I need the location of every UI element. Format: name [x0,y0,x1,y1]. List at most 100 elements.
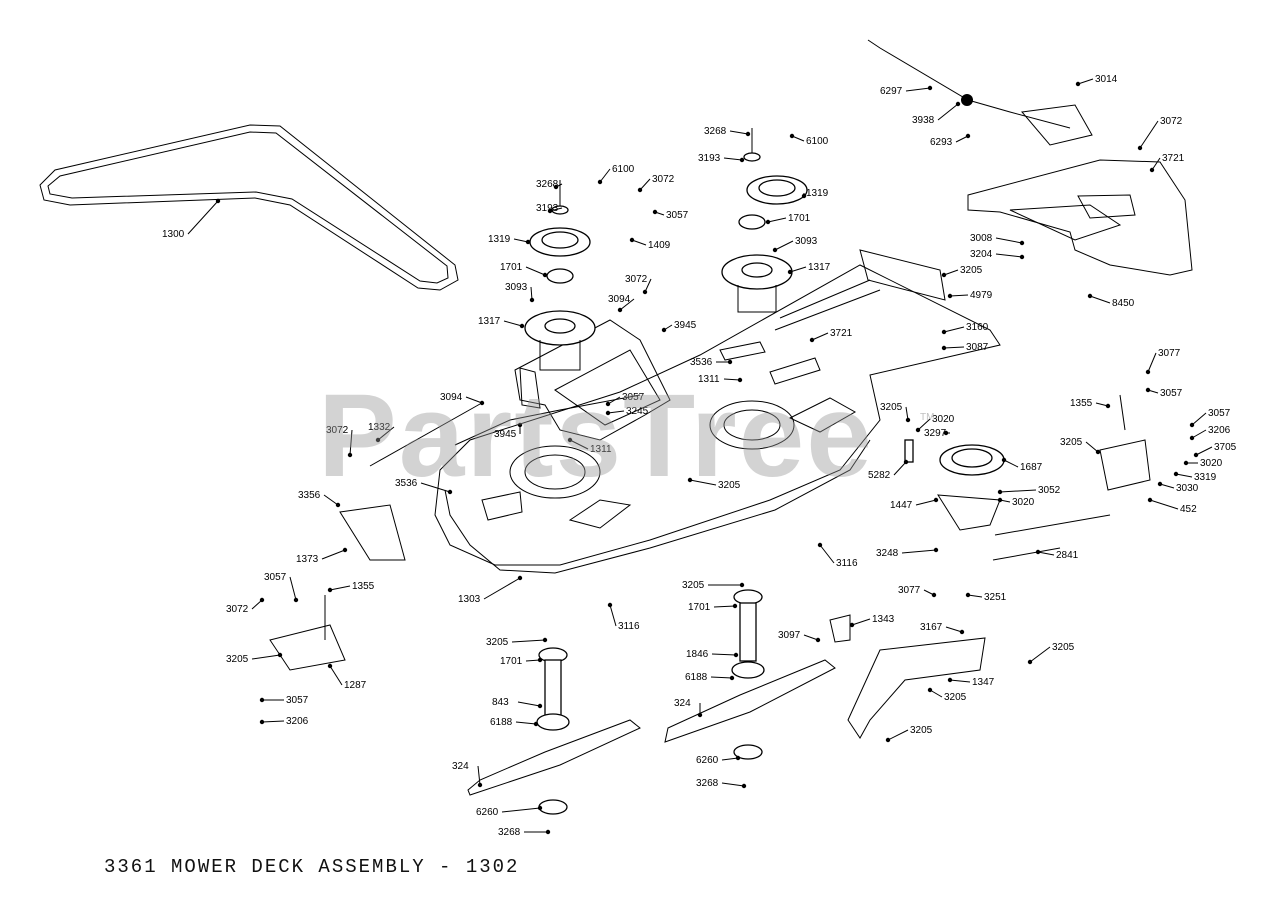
fastener-sp1355l [327,587,333,593]
fastener-n3205bb [927,687,933,693]
callout-leader-k3938 [937,103,959,121]
fastener-n3205sl [542,637,548,643]
fastener-p3072bl [259,597,265,603]
part-callout-b3268bl: 3268 [498,827,521,838]
part-callout-n3245: 3245 [626,406,649,417]
fastener-n3205bl [277,652,283,658]
fastener-s1701l [542,272,548,278]
callout-leader-r6293 [955,135,969,143]
fastener-s1701sl [537,657,543,663]
callout-leader-b3167 [945,626,963,633]
fastener-n3206bl [259,719,265,725]
callout-leader-r1409 [631,239,647,246]
callout-leader-s1701l [525,266,546,276]
fastener-w3020r [1183,460,1189,466]
part-callout-br452: 452 [1180,504,1197,515]
callout-leader-b3268r [729,130,749,135]
fastener-r3945a [661,327,667,333]
part-callout-w3020i: 3020 [932,414,955,425]
part-callout-s5282: 5282 [868,470,891,481]
fastener-b3097 [815,637,821,643]
part-callout-b3356: 3356 [298,490,321,501]
part-callout-w3160: 3160 [966,322,989,333]
callout-leader-n3093r [774,240,794,251]
part-callout-w3057r2: 3057 [1208,408,1231,419]
part-callout-n3205t: 3205 [960,265,983,276]
part-callout-b3297: 3297 [924,428,947,439]
lower-right-spindle [731,589,765,760]
fastener-sp1355r [1105,403,1111,409]
fastener-b3014 [1075,81,1081,87]
part-callout-d1303: 1303 [458,594,481,605]
part-callout-w3057bl: 3057 [264,572,287,583]
part-callout-sp1355r: 1355 [1070,398,1093,409]
callout-leader-p3072bl [251,599,263,610]
part-callout-r6293: 6293 [930,137,953,148]
callout-leader-w3030 [1159,483,1175,489]
callout-leader-b3251 [967,594,983,598]
callout-leader-c6100l [599,168,611,183]
fastener-s5282 [903,459,909,465]
part-callout-l3536c: 3536 [690,357,713,368]
part-callout-b3167: 3167 [920,622,943,633]
callout-leader-b3319 [1175,473,1193,478]
part-callout-l3721c: 3721 [830,328,853,339]
callout-leader-l3721c [811,332,829,341]
part-callout-r1409: 1409 [648,240,671,251]
part-callout-c6100l: 6100 [612,164,635,175]
callout-leader-br1343 [851,618,871,626]
fastener-l3536c [727,359,733,365]
part-callout-p3072t: 3072 [1160,116,1183,127]
part-callout-s1701sl: 1701 [500,656,523,667]
fastener-bl324l [477,782,483,788]
callout-leader-n3205bl [251,654,281,660]
callout-leader-s1701sc [713,605,736,608]
lower-left-spindle [536,647,570,815]
callout-leader-n3205bz [887,729,909,741]
fastener-r6293 [965,133,971,139]
fastener-w3057bl2 [259,697,265,703]
part-callout-s1311l: 1311 [590,444,612,455]
part-callout-bl324r: 324 [674,698,691,709]
left-spindle-stack [524,180,596,371]
fastener-n3205bz [885,737,891,743]
part-callout-b3097: 3097 [778,630,801,641]
fastener-s843 [537,703,543,709]
fastener-w3094l [479,400,485,406]
part-callout-p3072b: 3072 [625,274,648,285]
fastener-s1311l [567,437,573,443]
fastener-b3268br [741,783,747,789]
fastener-b3077 [931,592,937,598]
part-callout-s3721: 3721 [1162,153,1185,164]
callout-leader-d1303 [483,577,521,600]
callout-leader-w3057r2 [1191,412,1207,426]
part-callout-s843: 843 [492,697,509,708]
part-callout-p3072bl: 3072 [226,604,249,615]
callout-leader-n3248 [901,549,937,554]
callout-leader-w3052 [999,489,1037,493]
part-callout-r3945a: 3945 [674,320,697,331]
fastener-p3072t [1137,145,1143,151]
fastener-d1303 [517,575,523,581]
part-callout-p1319l: 1319 [488,234,511,245]
part-callout-br1343: 1343 [872,614,895,625]
part-callout-n3205sl: 3205 [486,637,509,648]
fastener-r1409 [629,237,635,243]
callout-leader-n3205br [1029,646,1051,663]
part-callout-w3052: 3052 [1038,485,1061,496]
callout-leader-w6188l [515,721,537,725]
part-callout-b3087: 3087 [966,342,989,353]
part-callout-p3077: 3077 [1158,348,1181,359]
part-callout-r1332: 1332 [368,422,391,433]
part-callout-s1311c: 1311 [698,374,720,385]
part-callout-b3008: 3008 [970,233,993,244]
part-callout-w3193r: 3193 [698,153,721,164]
fastener-r1332 [375,437,381,443]
right-spindle-stack [721,128,808,313]
callout-leader-b3356 [323,494,339,506]
callout-leader-p3072c [349,429,353,456]
callout-leader-r2841 [1037,551,1055,556]
fastener-w6260l [537,805,543,811]
idler-pulley-right [904,439,1005,531]
